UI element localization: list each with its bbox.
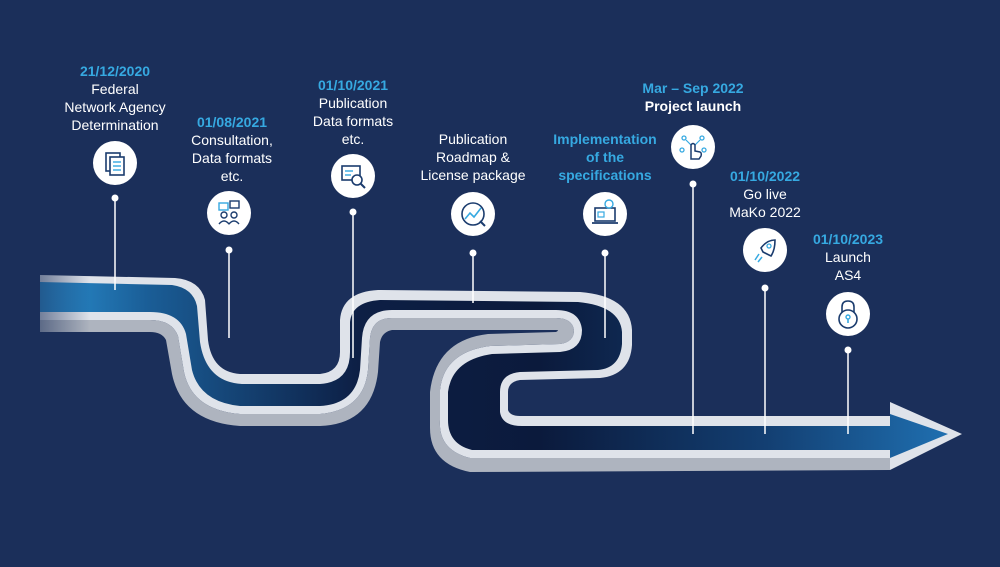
document-icon — [93, 141, 137, 185]
roadmap-chart-icon — [451, 192, 495, 236]
connector-dot — [225, 246, 233, 254]
connector-dot — [349, 208, 357, 216]
milestone-text: of the — [585, 149, 625, 165]
milestone-text: etc. — [220, 168, 244, 184]
connector-dot — [601, 249, 609, 257]
milestone-text: specifications — [558, 167, 652, 183]
milestone-date: 01/08/2021 — [196, 114, 268, 130]
milestone-text: Consultation, — [191, 132, 273, 148]
milestone-label: Implementation of the specifications — [553, 130, 656, 184]
milestone-date: 21/12/2020 — [79, 63, 151, 79]
consultation-icon — [207, 191, 251, 235]
connector-dot — [469, 249, 477, 257]
milestone-text: Roadmap & — [436, 149, 510, 165]
milestone-text: Network Agency — [64, 99, 166, 115]
road-surface — [40, 282, 948, 458]
milestone-text: MaKo 2022 — [729, 204, 801, 220]
milestone-date: 01/10/2023 — [812, 231, 884, 247]
milestone-text: Determination — [71, 117, 159, 133]
milestone-text: Federal — [91, 81, 139, 97]
road-fade — [0, 260, 90, 350]
connector-dot — [761, 284, 769, 292]
milestone-text: Project launch — [644, 98, 742, 114]
connector-dot — [844, 346, 852, 354]
milestone-text: Data formats — [191, 150, 273, 166]
milestone-text: License package — [420, 167, 526, 183]
connector-dot — [111, 194, 119, 202]
milestone-text: Launch — [825, 249, 871, 265]
milestone-date: 01/10/2022 — [729, 168, 801, 184]
milestone-text: Publication — [318, 95, 388, 111]
publication-search-icon — [331, 154, 375, 198]
milestone-date: 01/10/2021 — [317, 77, 389, 93]
touch-network-icon — [671, 125, 715, 169]
road-bottom-edge — [40, 318, 890, 472]
milestone-text: Data formats — [312, 113, 394, 129]
padlock-icon — [826, 292, 870, 336]
milestone-text: Go live — [743, 186, 787, 202]
milestone-text: AS4 — [834, 267, 862, 283]
laptop-settings-icon — [583, 192, 627, 236]
milestone-date: Mar – Sep 2022 — [642, 80, 744, 96]
milestone-text: Implementation — [553, 131, 657, 147]
milestone-text: Publication — [438, 131, 508, 147]
rocket-icon — [743, 228, 787, 272]
milestone-text: etc. — [341, 131, 365, 147]
connector-dot — [689, 180, 697, 188]
